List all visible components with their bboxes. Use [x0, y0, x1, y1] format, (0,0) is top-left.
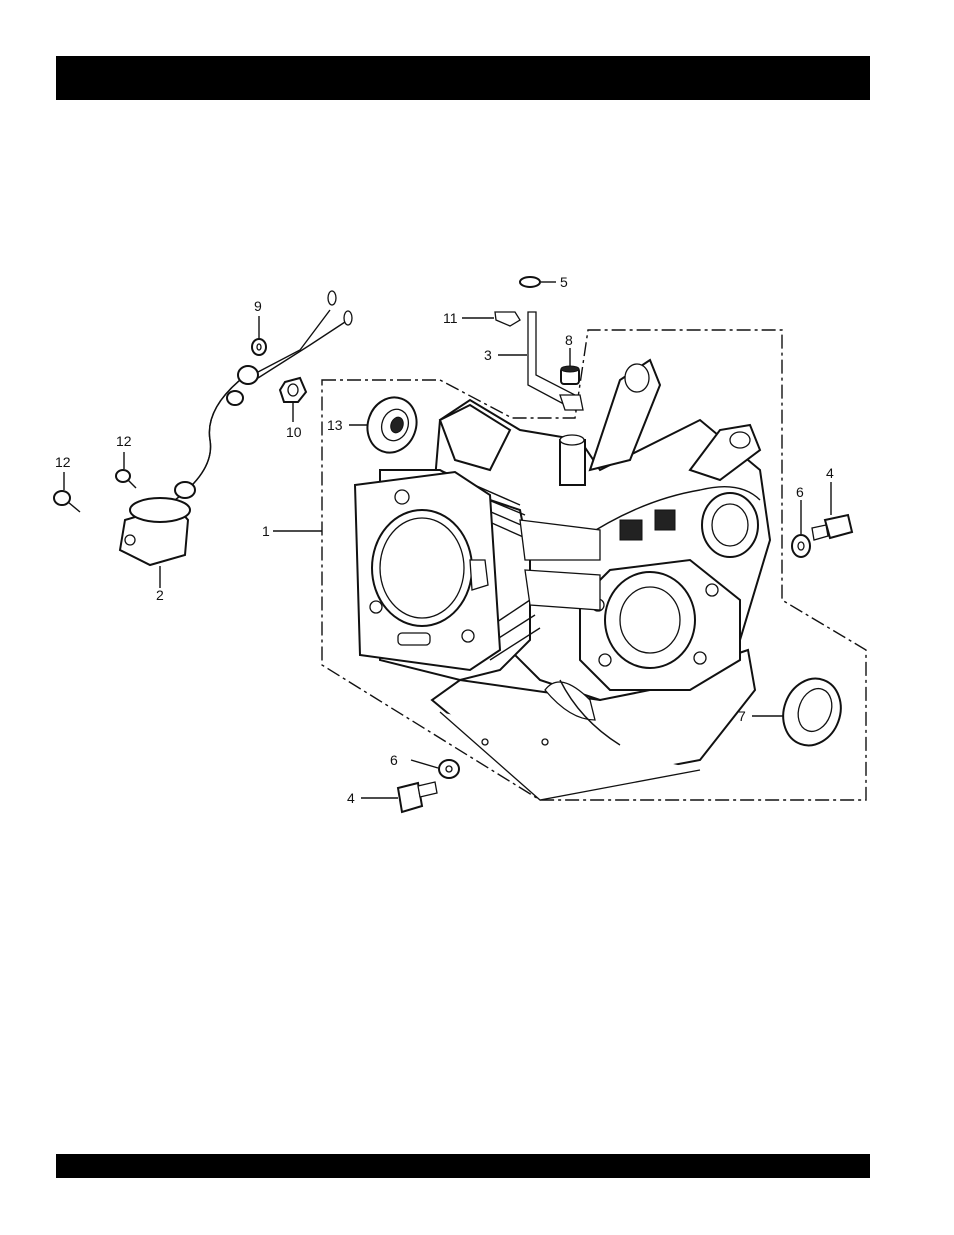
washer-right: [792, 535, 810, 557]
bolt-upper: [812, 515, 852, 540]
callout-4-upper: 4: [826, 465, 834, 481]
small-washer: [252, 339, 266, 355]
callout-9: 9: [254, 298, 262, 314]
lever-rod: [528, 312, 583, 410]
callout-13: 13: [327, 417, 343, 433]
washer-top: [520, 277, 540, 287]
callout-4-lower: 4: [347, 790, 355, 806]
callout-12-left: 12: [55, 454, 71, 470]
callout-2: 2: [156, 587, 164, 603]
callout-7: 7: [738, 708, 746, 724]
callout-6-lower: 6: [390, 752, 398, 768]
callout-12-middle: 12: [116, 433, 132, 449]
sensor-lead-wire: [175, 291, 352, 500]
callout-5: 5: [560, 274, 568, 290]
nut: [280, 378, 306, 402]
bolt-lower: [398, 782, 437, 812]
screw-left: [54, 491, 80, 512]
washer-lower: [439, 760, 459, 778]
oil-sensor-body: [120, 498, 190, 565]
callout-11: 11: [443, 310, 458, 326]
screw-middle: [116, 470, 136, 488]
oil-seal: [774, 670, 850, 753]
clip: [495, 312, 520, 326]
cap: [561, 366, 579, 384]
ball-bearing: [360, 390, 424, 459]
footer-bar: [56, 1154, 870, 1178]
callout-10: 10: [286, 424, 302, 440]
callout-1: 1: [262, 523, 270, 539]
callout-3: 3: [484, 347, 492, 363]
callout-6-upper: 6: [796, 484, 804, 500]
callout-8: 8: [565, 332, 573, 348]
